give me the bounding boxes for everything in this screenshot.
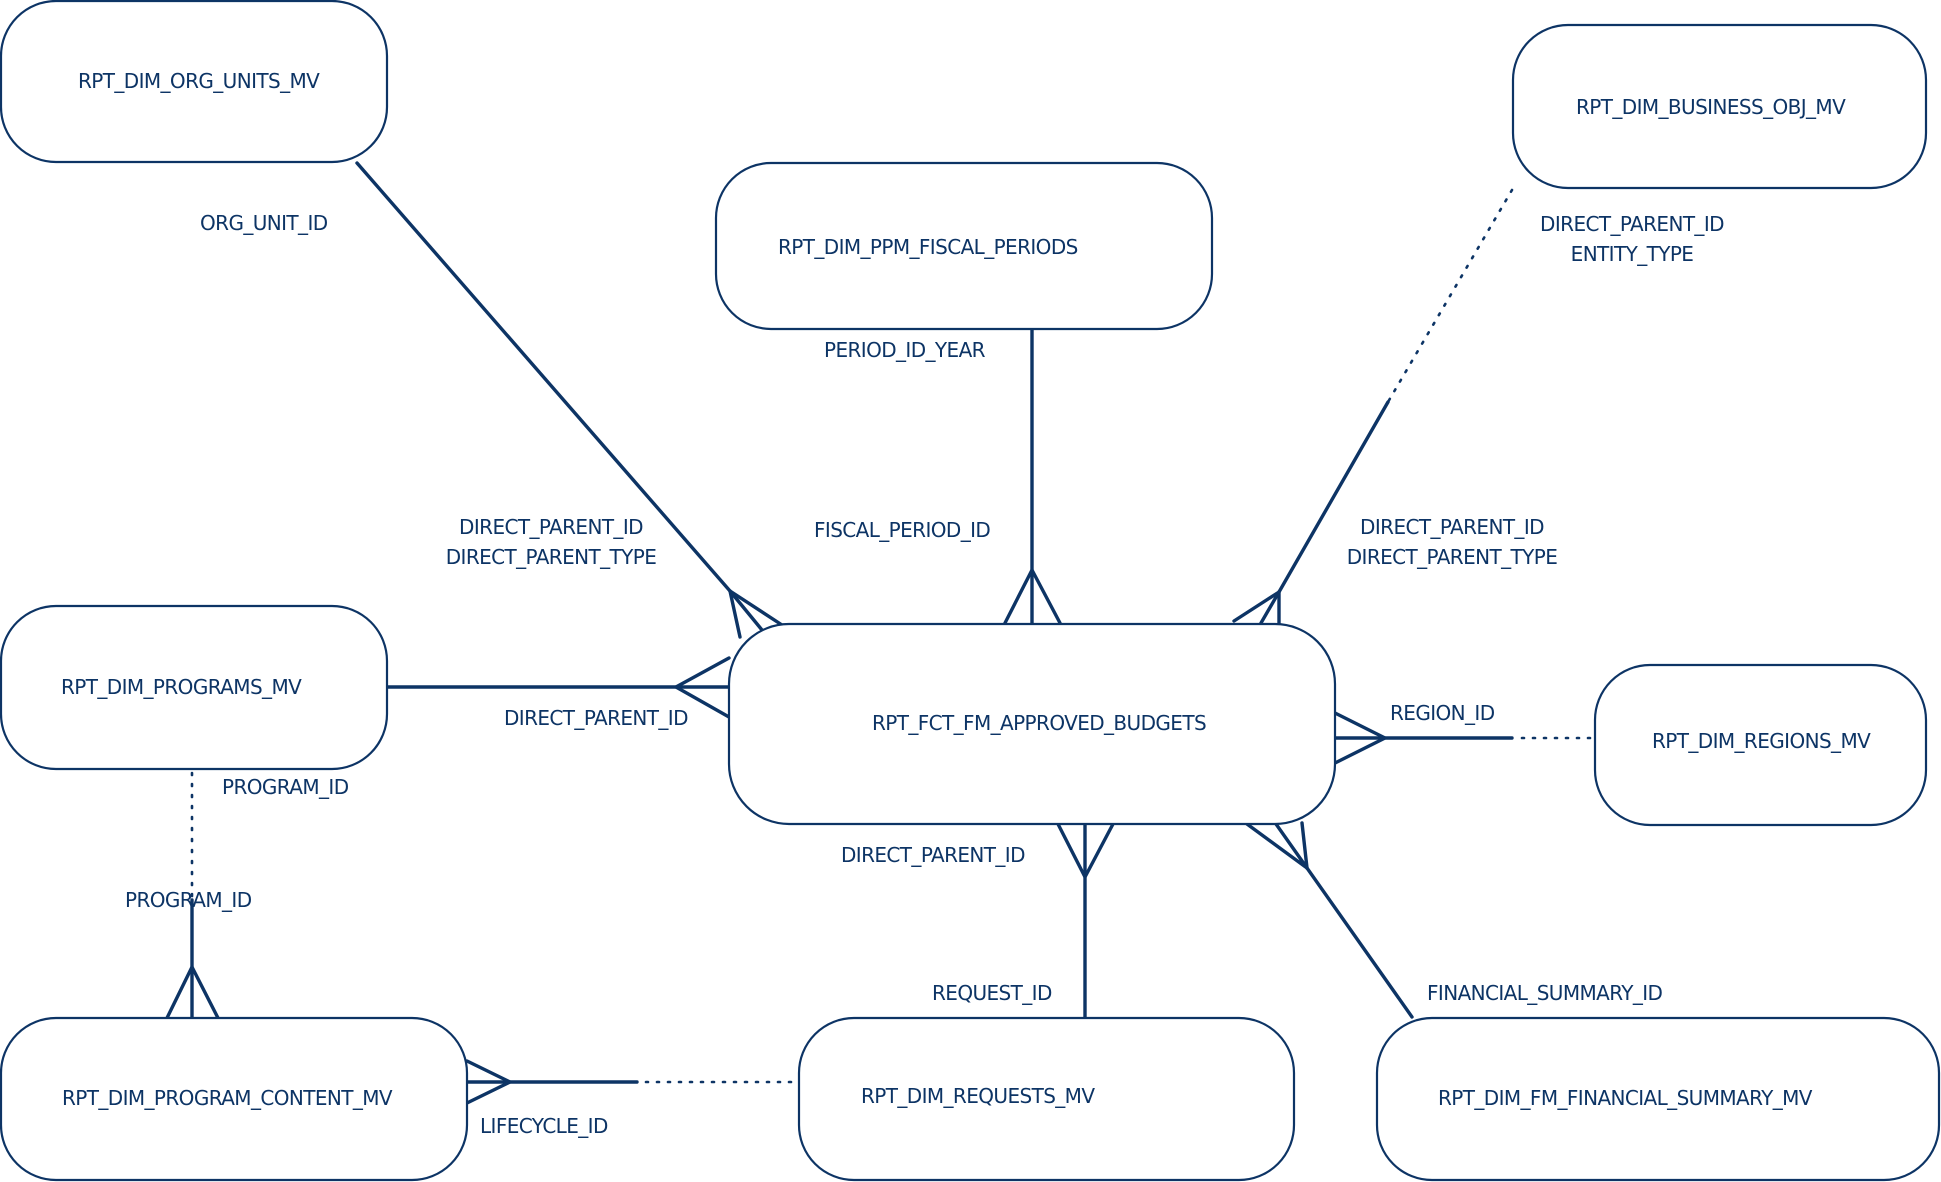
entity-name: RPT_FCT_FM_APPROVED_BUDGETS [872, 711, 1206, 735]
label-right-direct-parent-id: DIRECT_PARENT_ID [1360, 515, 1544, 539]
label-request-id: REQUEST_ID [932, 981, 1052, 1005]
rel-programs-to-fact [385, 656, 731, 719]
crows-foot-icon [1333, 711, 1387, 765]
label-programs-direct-parent-id: DIRECT_PARENT_ID [504, 706, 688, 730]
entity-financial-summary[interactable]: RPT_DIM_FM_FINANCIAL_SUMMARY_MV [1375, 1016, 1941, 1182]
crows-foot-icon [1232, 590, 1281, 625]
entity-name: RPT_DIM_ORG_UNITS_MV [78, 69, 320, 93]
entity-box [0, 0, 389, 164]
connector-line [1305, 866, 1414, 1019]
crows-foot-icon [1056, 822, 1115, 879]
crows-foot-icon [674, 656, 731, 719]
entity-box [0, 604, 389, 771]
label-bo-direct-parent-id: DIRECT_PARENT_ID [1540, 212, 1724, 236]
entity-requests[interactable]: RPT_DIM_REQUESTS_MV [797, 1016, 1296, 1182]
entity-name: RPT_DIM_PPM_FISCAL_PERIODS [778, 235, 1078, 259]
label-bo-entity-type: ENTITY_TYPE [1571, 242, 1694, 266]
label-left-direct-parent-type: DIRECT_PARENT_TYPE [446, 545, 657, 569]
label-programs-program-id: PROGRAM_ID [222, 775, 349, 799]
label-financial-summary-id: FINANCIAL_SUMMARY_ID [1427, 981, 1663, 1005]
label-lifecycle-id: LIFECYCLE_ID [480, 1114, 608, 1138]
entity-box [0, 1016, 469, 1182]
entity-name: RPT_DIM_BUSINESS_OBJ_MV [1576, 95, 1846, 119]
rel-requests-to-fact [1056, 822, 1115, 1020]
entity-regions[interactable]: RPT_DIM_REGIONS_MV [1593, 663, 1928, 827]
label-bottom-direct-parent-id: DIRECT_PARENT_ID [841, 843, 1025, 867]
rel-programs-to-program-content [165, 771, 220, 1020]
rel-regions-to-fact [1333, 711, 1597, 765]
rel-financial-summary-to-fact [1245, 821, 1414, 1019]
rel-fiscal-periods-to-fact [1003, 326, 1062, 625]
label-region-id: REGION_ID [1390, 701, 1495, 725]
label-right-direct-parent-type: DIRECT_PARENT_TYPE [1347, 545, 1558, 569]
entity-name: RPT_DIM_PROGRAM_CONTENT_MV [62, 1086, 393, 1110]
label-fiscal-period-id: FISCAL_PERIOD_ID [814, 518, 990, 542]
label-org-unit-id: ORG_UNIT_ID [200, 211, 328, 235]
entity-name: RPT_DIM_PROGRAMS_MV [61, 675, 302, 699]
rel-requests-to-program-content [465, 1059, 801, 1105]
crows-foot-icon [728, 589, 764, 639]
entity-name: RPT_DIM_REQUESTS_MV [861, 1084, 1095, 1108]
entity-programs[interactable]: RPT_DIM_PROGRAMS_MV [0, 604, 389, 771]
entity-box [1593, 663, 1928, 827]
entity-approved-budgets[interactable]: RPT_FCT_FM_APPROVED_BUDGETS [727, 622, 1337, 826]
entity-business-obj[interactable]: RPT_DIM_BUSINESS_OBJ_MV [1511, 23, 1928, 190]
connector-line [1277, 400, 1390, 594]
rel-business-obj-to-fact [1232, 188, 1514, 625]
crows-foot-icon [1245, 822, 1309, 870]
entity-box [1375, 1016, 1941, 1182]
entity-box [727, 622, 1337, 826]
entity-fiscal-periods[interactable]: RPT_DIM_PPM_FISCAL_PERIODS [714, 161, 1214, 331]
crows-foot-prong [1300, 821, 1309, 870]
label-left-direct-parent-id: DIRECT_PARENT_ID [459, 515, 643, 539]
crows-foot-icon [465, 1059, 512, 1105]
entity-box [714, 161, 1214, 331]
entity-name: RPT_DIM_FM_FINANCIAL_SUMMARY_MV [1438, 1086, 1813, 1110]
crows-foot-icon [165, 965, 220, 1020]
crows-foot-icon [1003, 568, 1062, 625]
connector-line [355, 161, 732, 593]
entity-org-units[interactable]: RPT_DIM_ORG_UNITS_MV [0, 0, 389, 164]
entity-name: RPT_DIM_REGIONS_MV [1652, 729, 1871, 753]
entity-box [1511, 23, 1928, 190]
label-content-program-id: PROGRAM_ID [125, 888, 252, 912]
connector-line-dotted [1386, 188, 1514, 404]
crows-foot-prong [728, 589, 784, 627]
entity-program-content[interactable]: RPT_DIM_PROGRAM_CONTENT_MV [0, 1016, 469, 1182]
label-period-id-year: PERIOD_ID_YEAR [824, 338, 986, 362]
entity-box [797, 1016, 1296, 1182]
rel-org-units-to-fact [355, 161, 784, 639]
